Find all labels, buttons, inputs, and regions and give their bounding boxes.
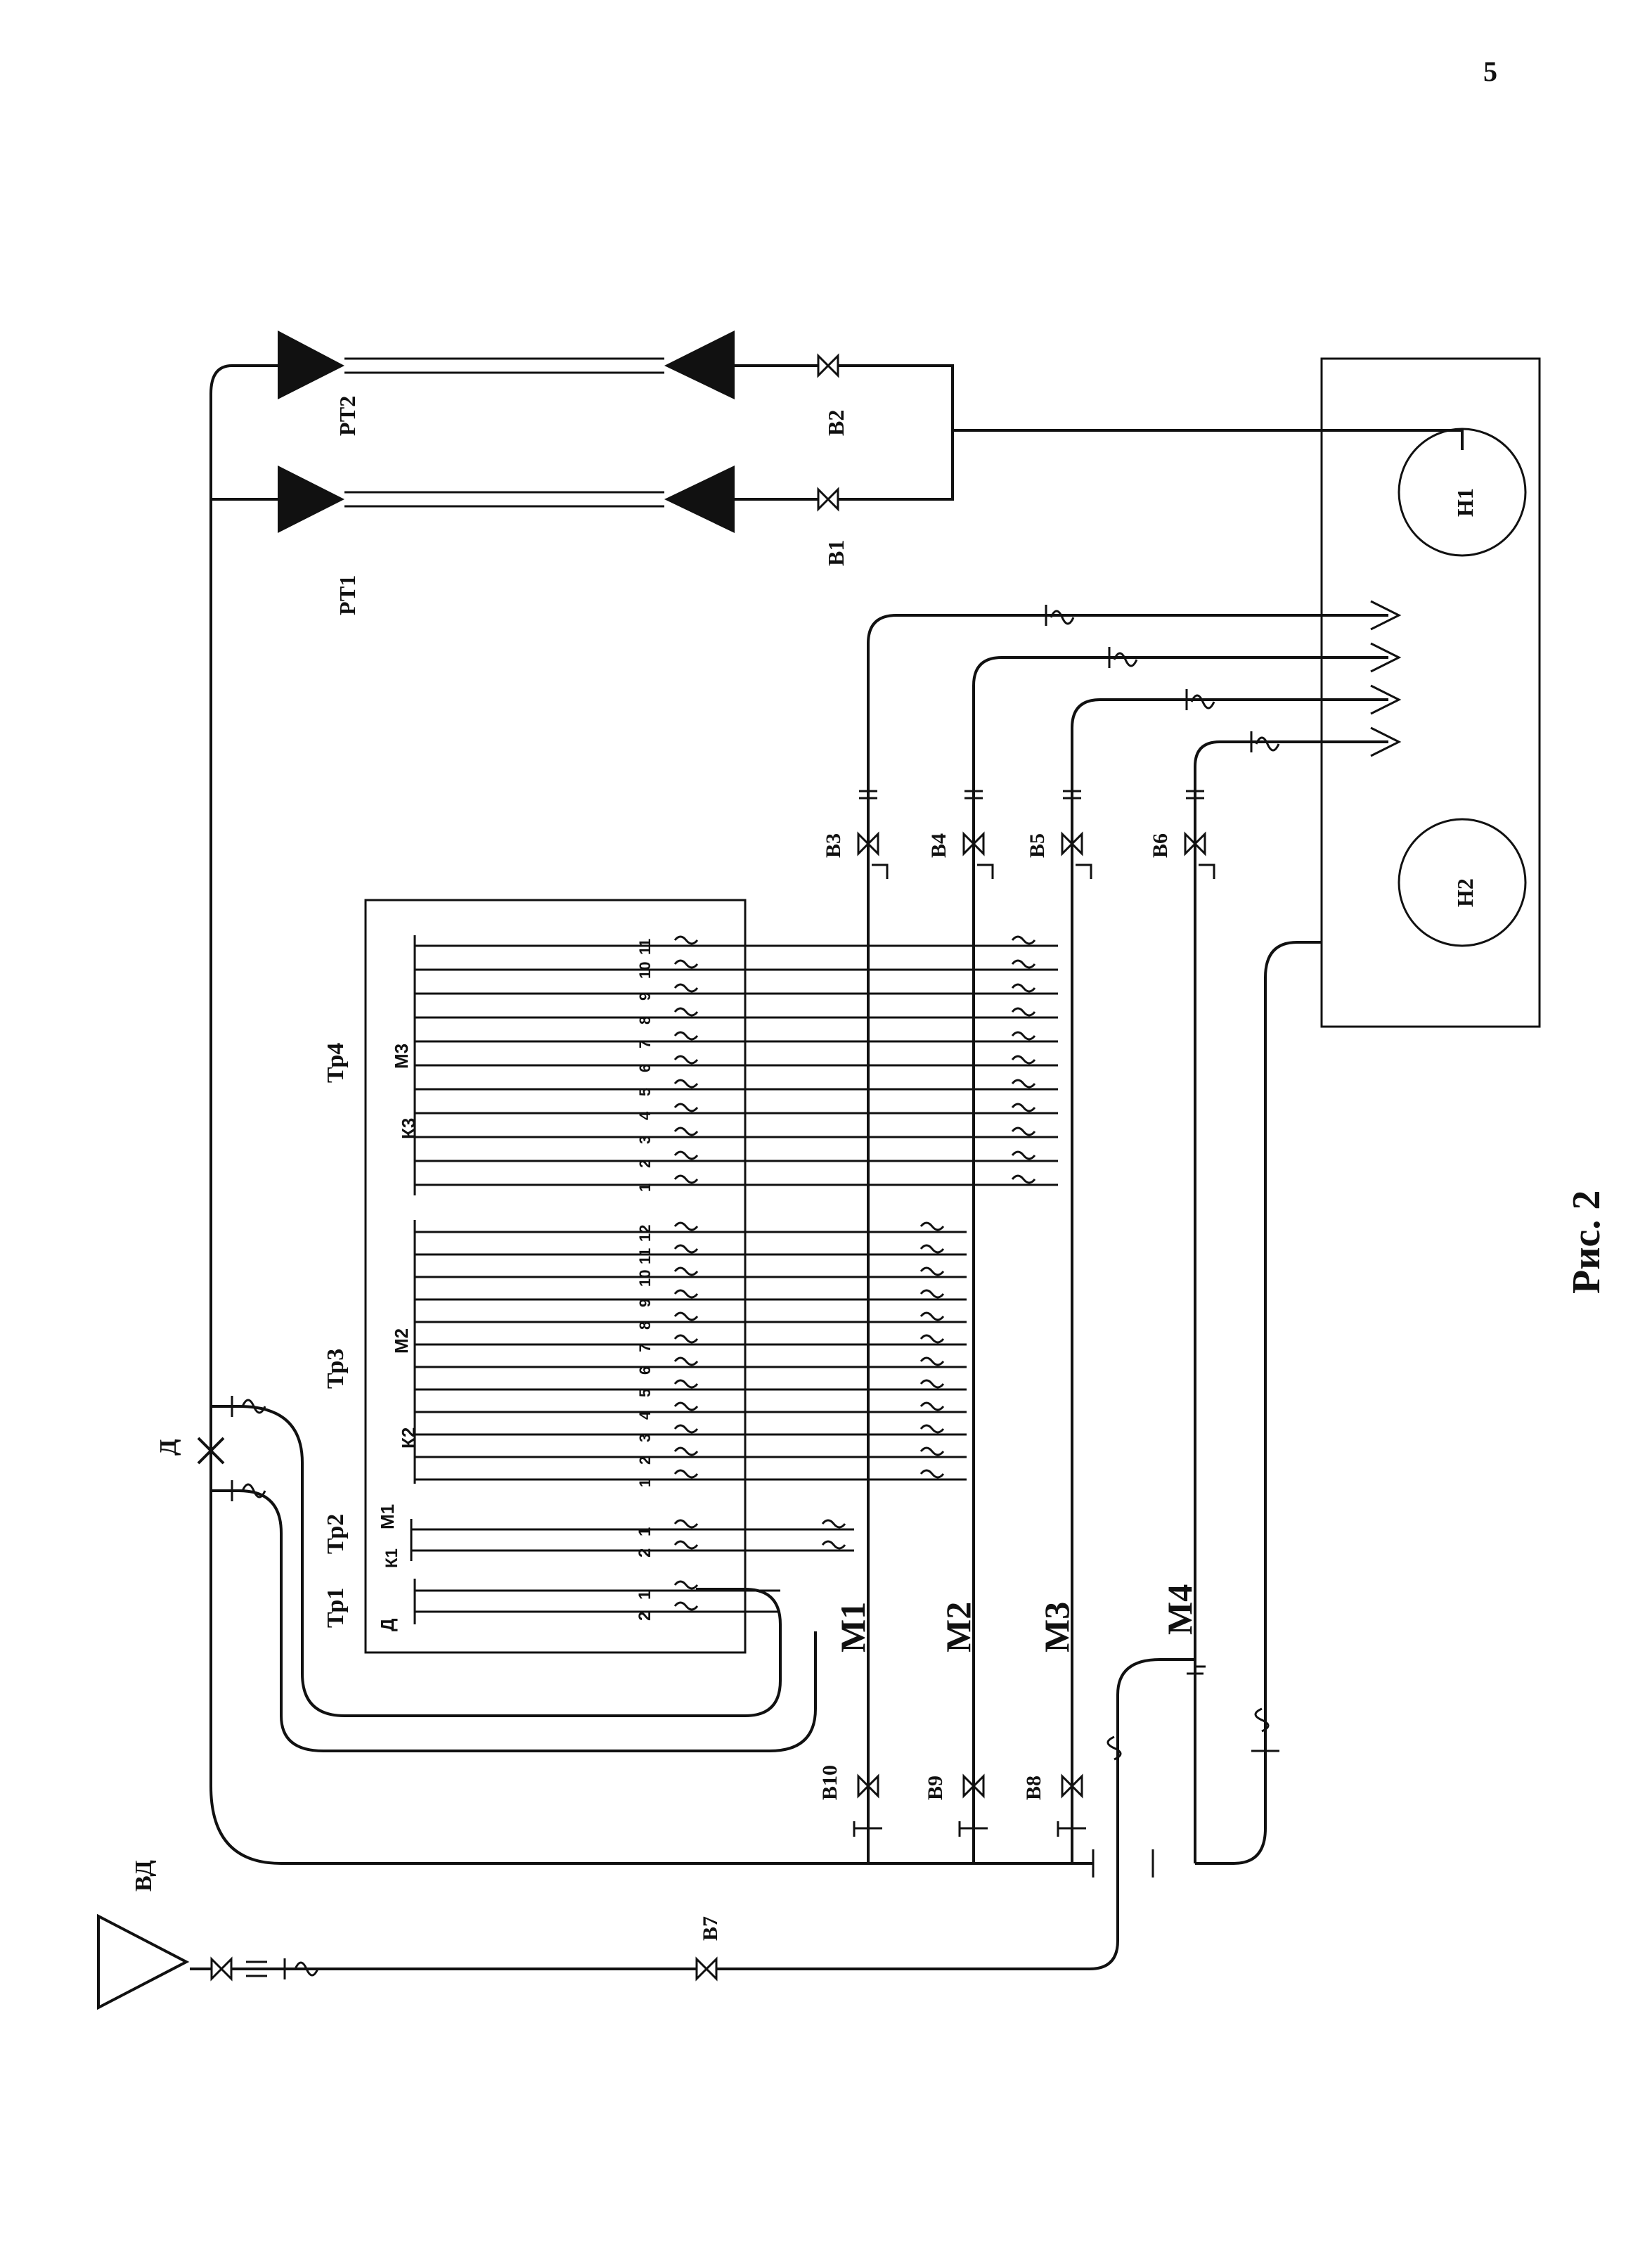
g4-ch7: 7 xyxy=(636,1040,654,1048)
g3-ch12: 12 xyxy=(636,1225,654,1242)
g4-ch10: 10 xyxy=(636,962,654,979)
main-lines: В3 В4 В5 В6 В10 В9 В8 М1 М2 М3 М4 xyxy=(818,790,1215,1878)
label-b2: В2 xyxy=(823,410,848,436)
label-rt1: РТ1 xyxy=(335,575,360,615)
g3-ch6: 6 xyxy=(636,1366,654,1375)
valve-b7[interactable] xyxy=(695,1958,718,1980)
g4-ch11: 11 xyxy=(636,939,654,955)
label-vd: ВД xyxy=(131,1860,157,1892)
label-b3: В3 xyxy=(822,833,845,858)
label-tr2: Тр2 xyxy=(323,1514,349,1554)
label-b5: В5 xyxy=(1026,833,1049,858)
regulator-block: В2 В1 РТ2 РТ1 xyxy=(209,330,1464,1865)
vd-pump xyxy=(97,1913,190,2010)
tank-h1 xyxy=(1398,428,1527,557)
vd-supply: ВД В7 xyxy=(97,1860,722,2010)
g4-ch4: 4 xyxy=(636,1111,654,1120)
g2-ch2: 2 xyxy=(635,1548,654,1558)
label-tr1: Тр1 xyxy=(323,1588,349,1628)
label-m1: М1 xyxy=(833,1602,872,1652)
page-number: 5 xyxy=(1483,56,1497,87)
return-lines xyxy=(867,600,1402,816)
rt2-right-triangle xyxy=(664,330,735,399)
g4-ch6: 6 xyxy=(636,1064,654,1072)
g2-ch1: 1 xyxy=(635,1527,654,1536)
g3-ch9: 9 xyxy=(636,1299,654,1307)
label-tr4: Тр4 xyxy=(323,1043,349,1083)
label-b7: В7 xyxy=(699,1916,722,1941)
label-b6: В6 xyxy=(1149,833,1172,858)
g4-ch2: 2 xyxy=(636,1160,654,1168)
tag-m2: М2 xyxy=(391,1328,412,1354)
g4-ch9: 9 xyxy=(636,992,654,1001)
g4-ch5: 5 xyxy=(636,1088,654,1096)
label-h2: Н2 xyxy=(1452,878,1478,907)
label-tr3: Тр3 xyxy=(323,1349,349,1389)
tag-m1: М1 xyxy=(377,1504,398,1529)
rt1-left-triangle xyxy=(278,466,344,533)
g4-ch3: 3 xyxy=(636,1136,654,1144)
figure-caption: Рис. 2 xyxy=(1565,1190,1608,1294)
label-m2: М2 xyxy=(938,1602,978,1652)
label-b10: В10 xyxy=(818,1765,841,1800)
label-h1: Н1 xyxy=(1452,488,1478,517)
channel-group-4: 1 2 3 4 5 6 7 8 9 10 11 xyxy=(413,935,1058,1195)
g3-ch3: 3 xyxy=(636,1434,654,1442)
g3-ch2: 2 xyxy=(636,1456,654,1465)
channel-group-3: 1 2 3 4 5 6 7 8 9 10 11 12 xyxy=(413,1220,967,1487)
g3-ch8: 8 xyxy=(636,1321,654,1330)
main-vd-pipe xyxy=(209,364,1093,1865)
g3-ch10: 10 xyxy=(636,1270,654,1287)
transformer-panel: Тр1 Тр2 Тр3 Тр4 Д К1 М1 К2 М2 К3 М3 1 2 … xyxy=(323,899,1058,1654)
label-rt2: РТ2 xyxy=(335,396,360,436)
g4-ch1: 1 xyxy=(636,1183,654,1192)
g3-ch5: 5 xyxy=(636,1389,654,1397)
g1-ch2: 2 xyxy=(635,1612,654,1621)
g3-ch7: 7 xyxy=(636,1344,654,1352)
g3-ch11: 11 xyxy=(636,1248,654,1264)
label-b1: В1 xyxy=(823,540,848,566)
tank-block: Н1 Н2 xyxy=(1320,357,1541,1028)
channel-couplings xyxy=(673,935,1036,1611)
valve-b2[interactable] xyxy=(817,354,839,377)
label-d: Д xyxy=(155,1439,181,1456)
tank-h2 xyxy=(1398,818,1527,947)
label-m3: М3 xyxy=(1037,1602,1076,1652)
channel-group-2: 1 2 xyxy=(410,1519,854,1561)
valve-vd[interactable] xyxy=(210,1958,233,1980)
distributor: Д xyxy=(155,1396,817,1752)
label-b4: В4 xyxy=(927,833,950,858)
g3-ch1: 1 xyxy=(636,1479,654,1487)
label-m4: М4 xyxy=(1160,1584,1199,1635)
valve-b1[interactable] xyxy=(817,488,839,511)
label-b9: В9 xyxy=(924,1776,947,1800)
g4-ch8: 8 xyxy=(636,1016,654,1025)
tag-m3: М3 xyxy=(391,1044,412,1069)
rt1-right-triangle xyxy=(664,466,735,533)
tag-k1: К1 xyxy=(382,1548,401,1568)
g1-ch1: 1 xyxy=(635,1591,654,1600)
g3-ch4: 4 xyxy=(636,1411,654,1420)
rt2-left-triangle xyxy=(278,330,344,399)
tank-enclosure xyxy=(1320,357,1541,1028)
lower-piping xyxy=(190,941,1322,1970)
tag-d: Д xyxy=(377,1618,398,1631)
label-b8: В8 xyxy=(1022,1776,1045,1800)
channel-group-1: 1 2 xyxy=(413,1579,780,1624)
